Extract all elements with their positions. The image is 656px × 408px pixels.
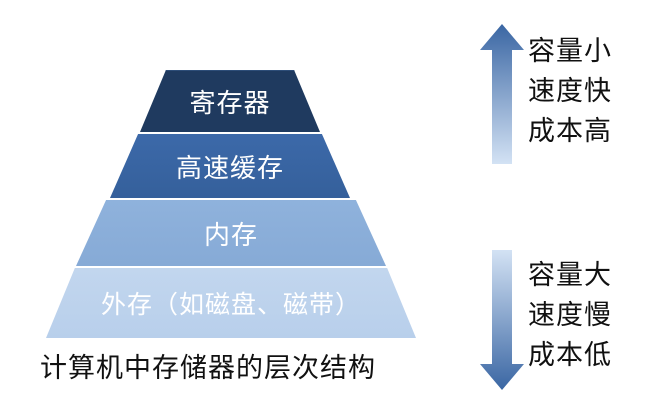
bottom-side-labels: 容量大 速度慢 成本低 <box>528 256 612 376</box>
tier-cache: 高速缓存 <box>110 134 350 198</box>
bottom-side-line-cost: 成本低 <box>528 340 612 371</box>
tier-registers: 寄存器 <box>140 70 320 132</box>
tier-main-memory: 内存 <box>76 200 386 266</box>
top-side-line-capacity: 容量小 <box>528 36 612 67</box>
top-side-labels: 容量小 速度快 成本高 <box>528 32 612 152</box>
tier-cache-label: 高速缓存 <box>175 153 284 184</box>
top-side-line-speed: 速度快 <box>528 76 612 107</box>
up-arrow-icon <box>480 24 524 164</box>
top-side-line-cost: 成本高 <box>528 116 612 147</box>
down-arrow-icon <box>480 250 524 390</box>
tier-external-storage-label: 外存（如磁盘、磁带） <box>100 290 361 319</box>
diagram-caption: 计算机中存储器的层次结构 <box>40 353 376 384</box>
bottom-side-line-capacity: 容量大 <box>528 260 612 291</box>
tier-registers-label: 寄存器 <box>189 89 271 119</box>
bottom-side-line-speed: 速度慢 <box>528 300 612 331</box>
tier-main-memory-label: 内存 <box>203 220 258 251</box>
tier-external-storage: 外存（如磁盘、磁带） <box>46 268 416 338</box>
